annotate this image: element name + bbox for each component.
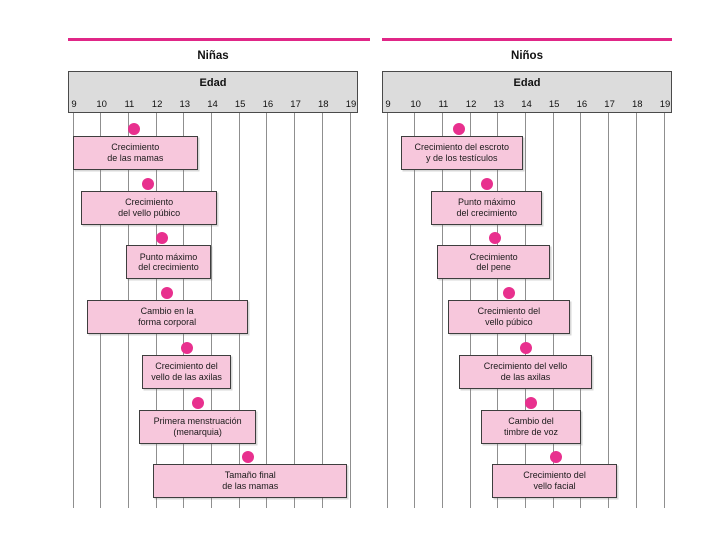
gridline: [414, 113, 416, 508]
age-tick-label: 13: [493, 99, 505, 110]
age-tick-label: 11: [438, 99, 449, 110]
peak-dot: [127, 123, 140, 135]
accent-rule: [68, 38, 370, 41]
age-tick-label: 17: [290, 99, 301, 110]
event-box: Crecimiento del escroto y de los testícu…: [400, 136, 523, 170]
peak-dot: [155, 232, 168, 245]
peak-dot: [502, 287, 515, 300]
peak-dot: [525, 396, 538, 409]
event-box: Primera menstruación (menarquia): [139, 409, 256, 444]
age-tick-label: 15: [548, 99, 560, 110]
panel-ninas: Niñas Edad 9 10 11 12 13 14 15 16 17 18 19 Crecimi…: [68, 38, 370, 508]
gridline: [321, 113, 323, 508]
gridline: [72, 113, 74, 508]
age-tick-label: 10: [96, 99, 107, 110]
event-box: Crecimiento del vello de las axilas: [142, 354, 231, 389]
gridline: [266, 113, 268, 508]
age-tick-label: 10: [410, 99, 421, 110]
gridline: [294, 113, 296, 508]
peak-dot: [161, 287, 174, 300]
age-axis-label: Edad: [199, 77, 227, 89]
age-tick-label: 17: [604, 99, 615, 110]
gridline: [386, 113, 388, 508]
age-tick-label: 16: [576, 99, 588, 110]
peak-dot: [180, 341, 193, 354]
event-box: Punto máximo del crecimiento: [431, 190, 543, 225]
event-box: Crecimiento del vello facial: [492, 464, 617, 499]
peak-dot: [480, 177, 493, 190]
event-box: Tamaño final de las mamas: [153, 464, 348, 499]
event-box: Crecimiento de las mamas: [73, 136, 198, 170]
peak-dot: [453, 123, 466, 135]
age-tick-label: 19: [345, 99, 357, 110]
gridline: [441, 113, 443, 508]
event-box: Punto máximo del crecimiento: [125, 245, 212, 280]
age-axis-header: Edad 9 10 11 12 13 14 15 16 17 18 19: [382, 71, 672, 113]
gridline: [580, 113, 582, 508]
age-axis-label: Edad: [513, 77, 541, 89]
peak-dot: [241, 451, 254, 464]
age-tick-label: 12: [151, 99, 163, 110]
peak-dot: [549, 451, 562, 464]
timeline-grid: Crecimiento del escroto y de los testícu…: [382, 113, 672, 508]
age-tick-label: 16: [262, 99, 274, 110]
age-ticks: 9 10 11 12 13 14 15 16 17 18 19: [383, 96, 671, 112]
accent-rule: [382, 38, 672, 41]
age-tick-label: 18: [632, 99, 643, 110]
age-tick-label: 11: [124, 99, 135, 110]
age-tick-label: 18: [318, 99, 329, 110]
gridline: [663, 113, 665, 508]
event-box: Crecimiento del pene: [436, 245, 551, 280]
panel-ninos: Niños Edad 9 10 11 12 13 14 15 16 17 18 19 Crecimi…: [382, 38, 672, 508]
age-tick-label: 19: [659, 99, 671, 110]
event-box: Crecimiento del vello púbico: [81, 190, 218, 225]
age-tick-label: 9: [385, 99, 391, 110]
age-tick-label: 15: [234, 99, 246, 110]
event-box: Cambio en la forma corporal: [86, 300, 248, 335]
age-tick-label: 9: [71, 99, 77, 110]
age-ticks: 9 10 11 12 13 14 15 16 17 18 19: [69, 96, 357, 112]
event-box: Crecimiento del vello púbico: [447, 300, 570, 335]
peak-dot: [141, 177, 154, 190]
peak-dot: [191, 396, 204, 409]
age-tick-label: 13: [179, 99, 191, 110]
peak-dot: [489, 232, 502, 245]
gridline: [349, 113, 351, 508]
age-tick-label: 12: [465, 99, 477, 110]
age-tick-label: 14: [207, 99, 218, 110]
event-box: Crecimiento del vello de las axilas: [459, 354, 592, 389]
panel-title: Niñas: [197, 50, 229, 62]
age-tick-label: 14: [521, 99, 532, 110]
peak-dot: [519, 341, 532, 354]
gridline: [635, 113, 637, 508]
event-box: Cambio del timbre de voz: [481, 409, 581, 444]
gridline: [608, 113, 610, 508]
panel-title: Niños: [511, 50, 543, 62]
age-axis-header: Edad 9 10 11 12 13 14 15 16 17 18 19: [68, 71, 358, 113]
